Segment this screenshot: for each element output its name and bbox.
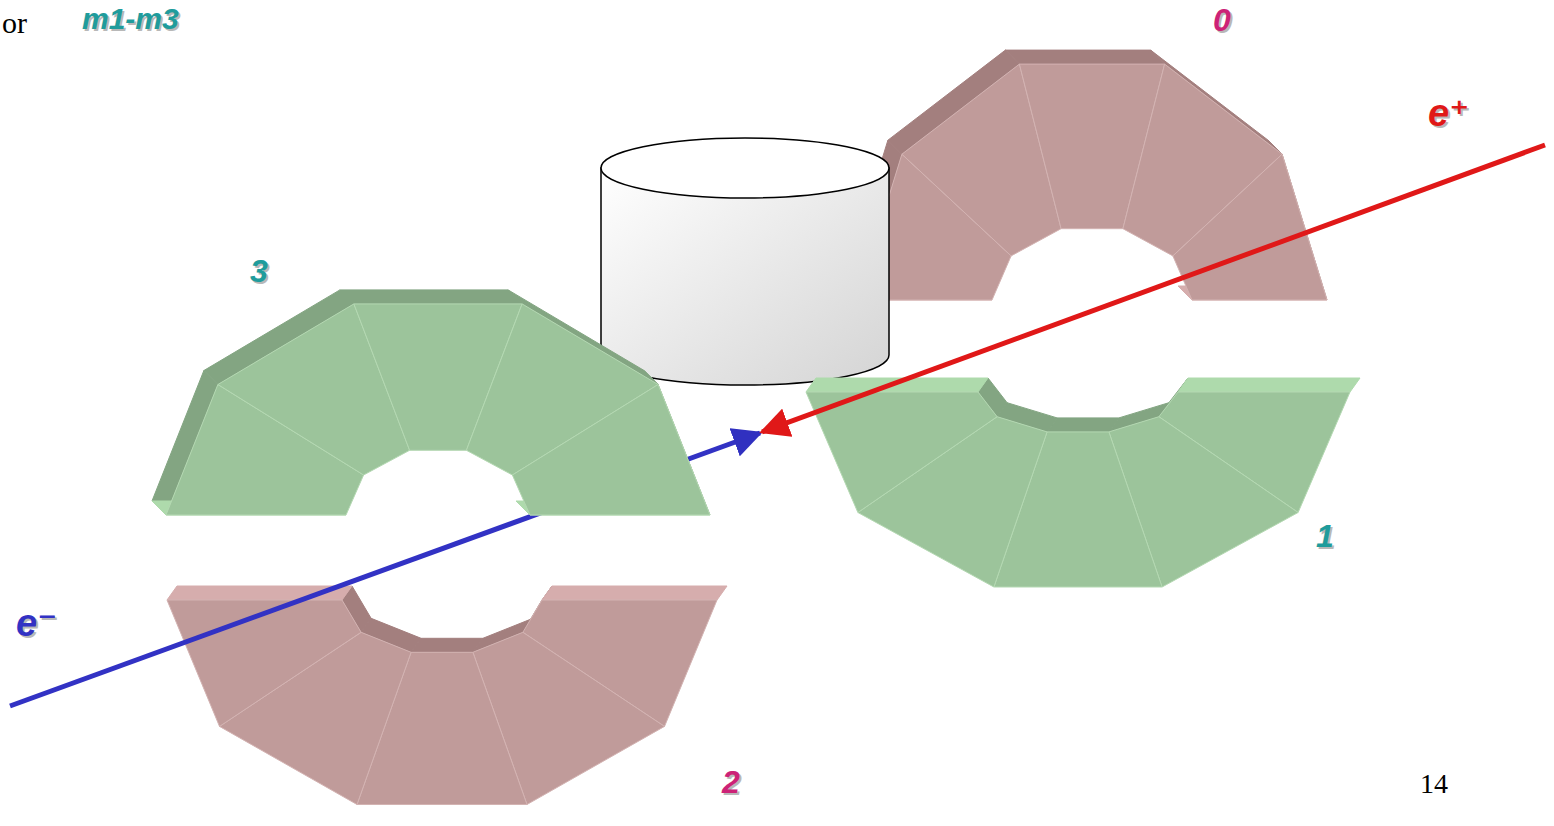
module-block: [542, 586, 727, 600]
module-range: m1-m3: [82, 4, 179, 34]
module-1: [806, 378, 1360, 587]
module-number: 1: [1316, 520, 1334, 552]
module-block: [806, 392, 997, 513]
module-block: [411, 638, 483, 652]
module-block: [1005, 50, 1164, 64]
module-3: [152, 290, 710, 515]
module-block: [1047, 418, 1119, 432]
central-detector-cylinder: [601, 138, 889, 385]
module-block: [1173, 154, 1327, 300]
module-block: [1178, 378, 1360, 392]
beam-label: e⁻: [16, 604, 57, 642]
module-0: [843, 50, 1327, 300]
module-number: 0: [1213, 4, 1231, 36]
module-number: 2: [722, 766, 740, 798]
module-block: [340, 290, 522, 304]
module-block: [167, 600, 361, 726]
module-block: [512, 385, 710, 516]
positron-beam: [762, 145, 1545, 432]
caption-text: or: [2, 8, 27, 38]
beam-label: e⁺: [1428, 94, 1469, 132]
page-number: 14: [1420, 770, 1448, 798]
module-number: 3: [250, 255, 268, 287]
